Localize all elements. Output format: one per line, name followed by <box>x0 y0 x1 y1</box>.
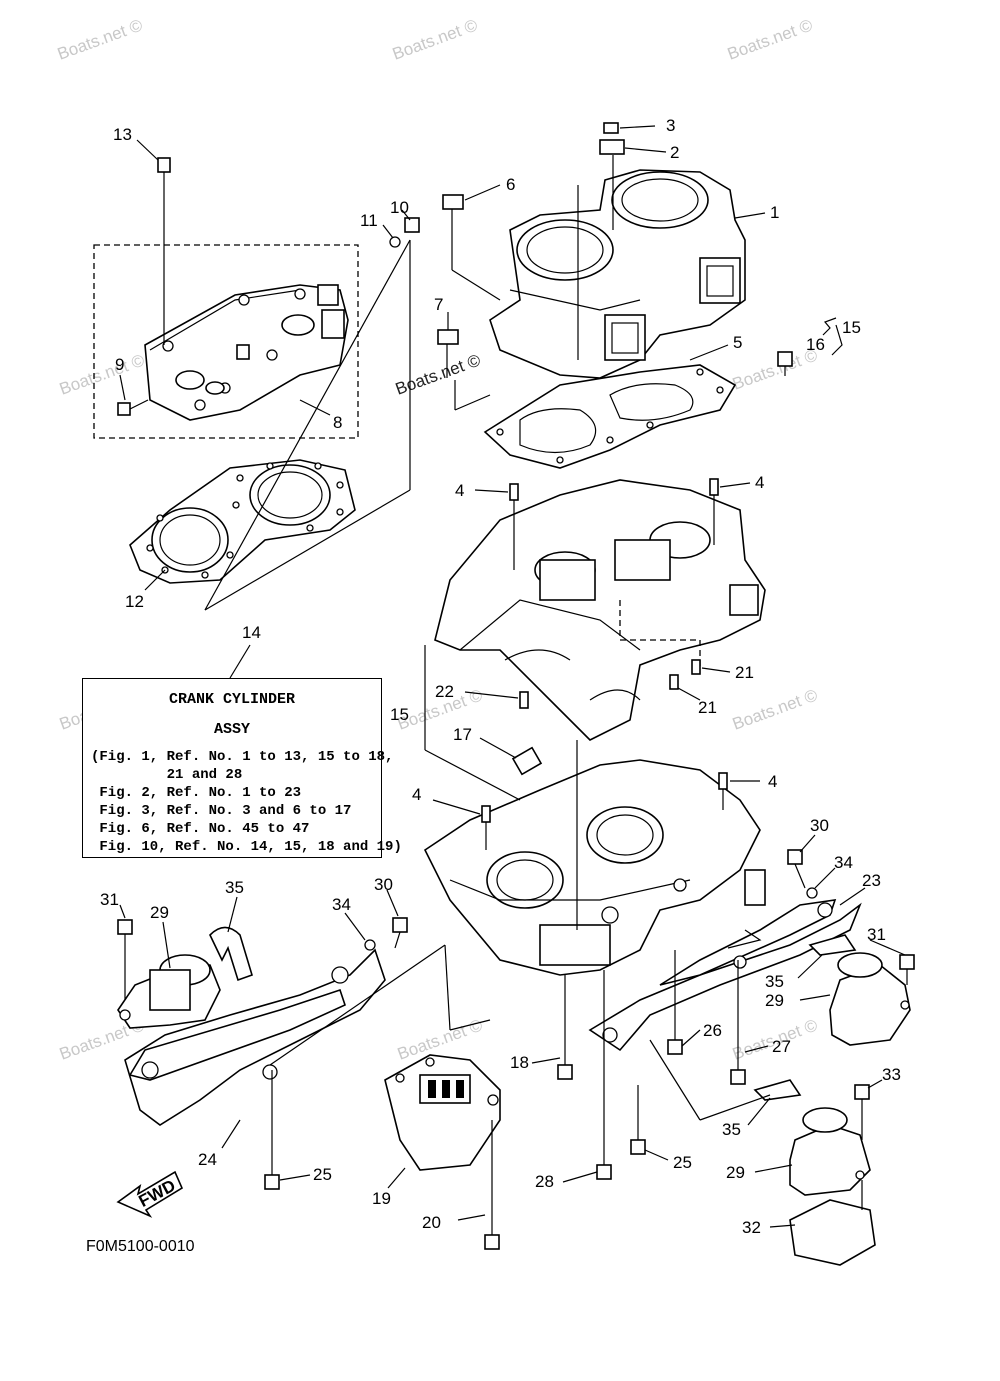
engine-mount-right-upper <box>829 952 911 1046</box>
callout-27: 27 <box>772 1037 791 1056</box>
callout-29: 29 <box>726 1163 745 1182</box>
mount-bracket-left <box>124 948 386 1126</box>
leader-lines <box>163 155 863 1210</box>
callout-8: 8 <box>333 413 342 432</box>
callout-3: 3 <box>666 116 675 135</box>
callout-leaders <box>119 125 906 1228</box>
callout-1: 1 <box>770 203 779 222</box>
callout-16: 16 <box>806 335 825 354</box>
callout-29: 29 <box>150 903 169 922</box>
cylinder-head-cover <box>93 244 359 439</box>
callout-21: 21 <box>698 698 717 717</box>
watermark: Boats.net © <box>390 15 481 63</box>
callout-30: 30 <box>810 816 829 835</box>
callout-21: 21 <box>735 663 754 682</box>
info-line: Fig. 6, Ref. No. 45 to 47 <box>91 821 310 837</box>
callout-9: 9 <box>115 355 124 374</box>
callout-31: 31 <box>100 890 119 909</box>
callout-20: 20 <box>422 1213 441 1232</box>
damper-35-right <box>753 934 857 1101</box>
callout-19: 19 <box>372 1189 391 1208</box>
callout-13: 13 <box>113 125 132 144</box>
callout-2: 2 <box>670 143 679 162</box>
callout-4: 4 <box>455 481 464 500</box>
assembly-info-box: CRANK CYLINDER ASSY (Fig. 1, Ref. No. 1 … <box>82 678 402 858</box>
callout-26: 26 <box>703 1021 722 1040</box>
info-line: (Fig. 1, Ref. No. 1 to 13, 15 to 18, <box>91 749 394 765</box>
engine-mount-left <box>117 954 221 1029</box>
callout-30: 30 <box>374 875 393 894</box>
callouts: 1 2 3 4 4 4 4 5 6 7 8 9 10 11 12 13 14 1… <box>100 116 901 1237</box>
callout-15: 15 <box>842 318 861 337</box>
callout-35: 35 <box>225 878 244 897</box>
callout-4: 4 <box>412 785 421 804</box>
callout-35: 35 <box>765 972 784 991</box>
info-title: CRANK CYLINDER <box>168 691 296 708</box>
callout-23: 23 <box>862 871 881 890</box>
watermark-center: Boats.net © <box>393 350 484 398</box>
info-line: Fig. 3, Ref. No. 3 and 6 to 17 <box>91 803 352 819</box>
damper-32 <box>789 1199 876 1266</box>
mount-19 <box>384 1054 501 1171</box>
callout-31: 31 <box>867 925 886 944</box>
callout-25: 25 <box>673 1153 692 1172</box>
fwd-label: FWD <box>136 1176 179 1211</box>
engine-mount-right-lower <box>789 1107 871 1196</box>
fwd-arrow: FWD <box>116 1170 184 1218</box>
callout-7: 7 <box>434 295 443 314</box>
bolts <box>117 122 915 1250</box>
callout-24: 24 <box>198 1150 217 1169</box>
info-line: 21 and 28 <box>91 767 243 783</box>
damper-left <box>209 926 253 982</box>
head-gasket <box>129 459 356 584</box>
callout-6: 6 <box>506 175 515 194</box>
callout-25: 25 <box>313 1165 332 1184</box>
callout-4: 4 <box>768 772 777 791</box>
callout-33: 33 <box>882 1065 901 1084</box>
callout-5: 5 <box>733 333 742 352</box>
watermark: Boats.net © <box>57 350 148 398</box>
callout-18: 18 <box>510 1053 529 1072</box>
callout-34: 34 <box>834 853 853 872</box>
info-line: Fig. 10, Ref. No. 14, 15, 18 and 19) <box>91 839 402 855</box>
callout-10: 10 <box>390 198 409 217</box>
callout-34: 34 <box>332 895 351 914</box>
base-gasket <box>483 364 737 469</box>
callout-15: 15 <box>390 705 409 724</box>
callout-29: 29 <box>765 991 784 1010</box>
callout-4: 4 <box>755 473 764 492</box>
watermark: Boats.net © <box>725 15 816 63</box>
callout-17: 17 <box>453 725 472 744</box>
mount-bracket-right <box>588 899 862 1052</box>
callout-28: 28 <box>535 1172 554 1191</box>
watermark: Boats.net © <box>55 15 146 63</box>
info-line: Fig. 2, Ref. No. 1 to 23 <box>91 785 302 801</box>
info-subtitle: ASSY <box>213 721 250 738</box>
callout-32: 32 <box>742 1218 761 1237</box>
crankcase-lower <box>423 759 766 976</box>
callout-35: 35 <box>722 1120 741 1139</box>
callout-12: 12 <box>125 592 144 611</box>
figure-code: F0M5100-0010 <box>86 1238 195 1255</box>
crankcase-upper <box>434 479 766 741</box>
callout-14: 14 <box>242 623 261 642</box>
watermark: Boats.net © <box>730 685 821 733</box>
callout-22: 22 <box>435 682 454 701</box>
callout-11: 11 <box>360 211 378 230</box>
cylinder-block <box>489 169 746 379</box>
